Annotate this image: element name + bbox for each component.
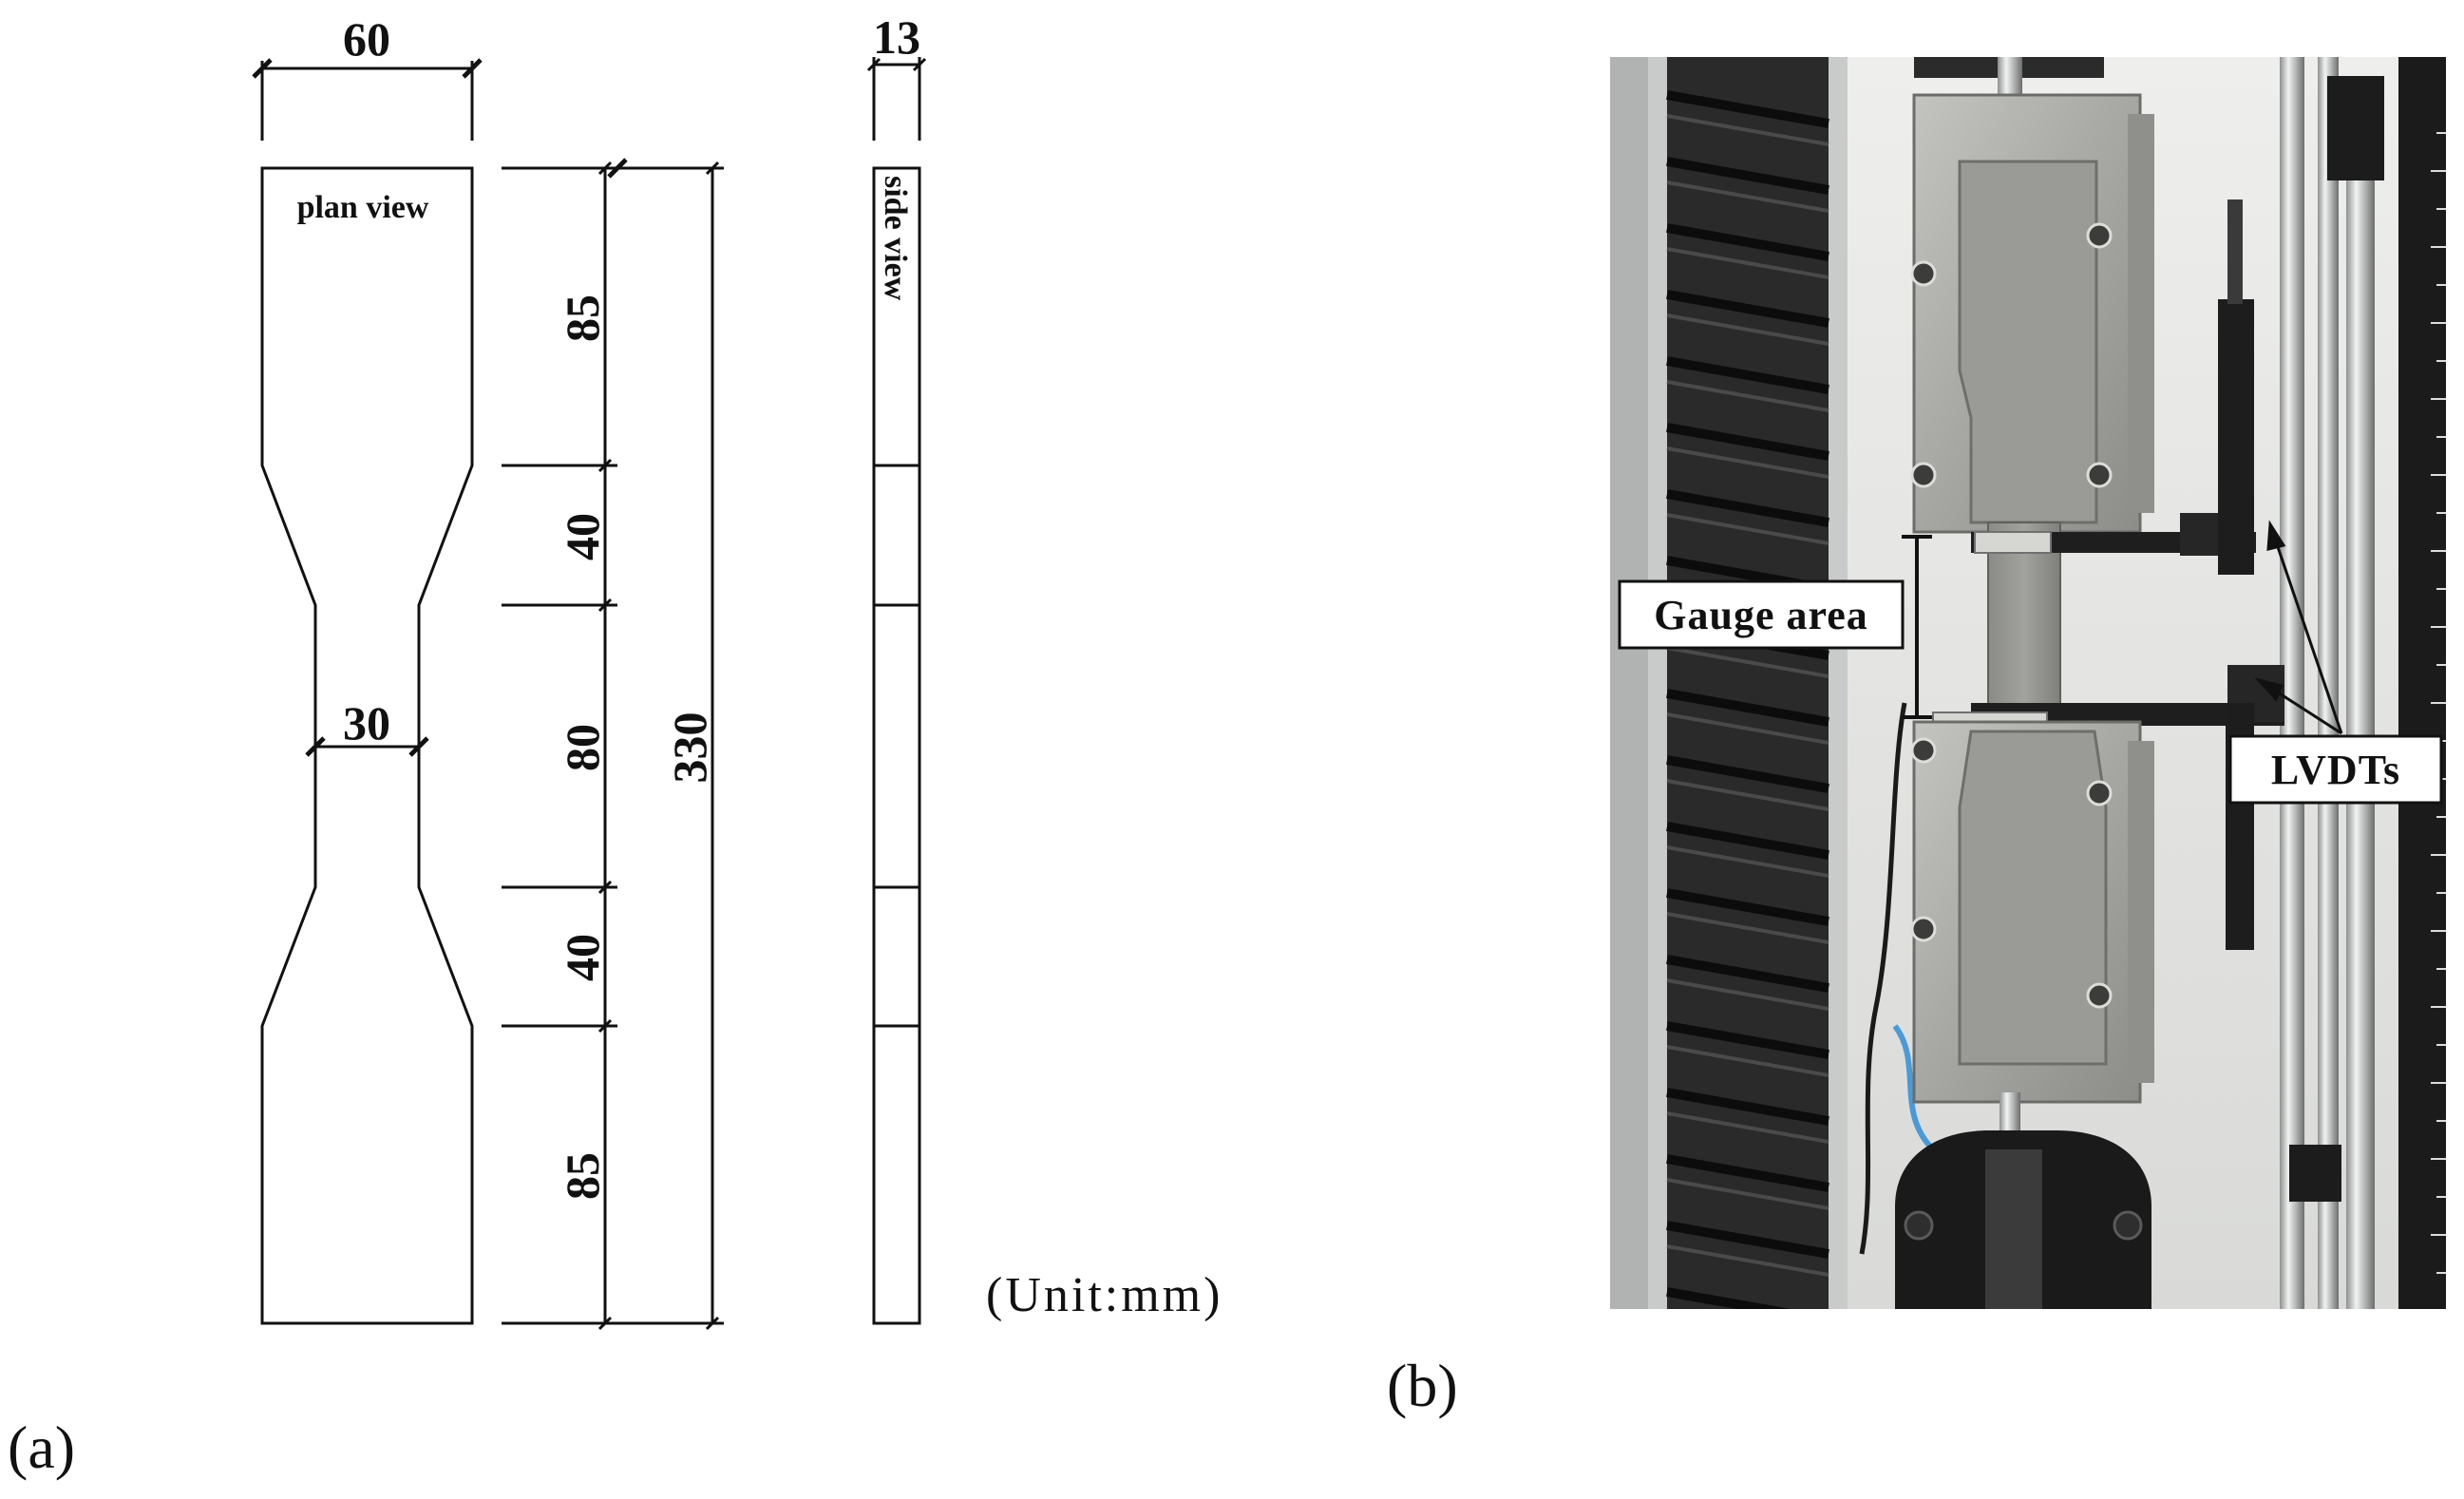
upper-grip-side: [2128, 114, 2154, 513]
upper-ext-clip: [1974, 531, 2052, 554]
gauge-width-dim-label: 30: [343, 696, 390, 750]
segment-dim-label-1: 85: [556, 294, 609, 342]
lvdt-arrows: [2254, 520, 2343, 735]
panel-b-photo: Gauge area LVDTs: [1610, 57, 2446, 1309]
segment-dim-label-2: 40: [556, 513, 609, 560]
machine-column-edge: [1610, 57, 1648, 1309]
lvdt-upper-rod: [2227, 199, 2243, 304]
width-dim-label: 60: [343, 12, 390, 66]
panel-a-label: (a): [8, 1414, 75, 1481]
plan-view-label: plan view: [297, 190, 429, 225]
gauge-area-label: Gauge area: [1654, 592, 1868, 638]
side-view-label: side view: [878, 176, 913, 301]
ruler: [2398, 57, 2446, 1309]
lower-grip-bolts: [1910, 737, 2113, 1009]
total-dim-label: 330: [663, 712, 716, 784]
plan-view-outline: [260, 166, 474, 1325]
rod-clamp-bottom: [2289, 1145, 2341, 1202]
lvdt-label-box: [2228, 734, 2443, 805]
sensor-cable: [1859, 702, 1907, 1255]
gauge-area-label-box: [1618, 579, 1905, 650]
unit-note: (Unit:mm): [986, 1268, 1223, 1322]
segment-dim-label-3: 80: [556, 724, 609, 771]
louver-highlights: [1666, 114, 1829, 1277]
rod-clamp-top: [2327, 76, 2384, 180]
upper-grip-bolts: [1910, 222, 2113, 488]
lower-fixture-bolts: [1904, 1210, 2143, 1241]
panel-b-label: (b): [1387, 1352, 1458, 1419]
gauge-area-bracket: [1902, 535, 1932, 719]
upper-grip-window: [1958, 160, 2098, 524]
segment-dim-label-4: 40: [556, 934, 609, 981]
total-ticks: [705, 161, 720, 1331]
segment-dim-label-5: 85: [556, 1152, 609, 1200]
side-view-outline: [872, 166, 921, 1325]
thickness-ticks: [866, 57, 927, 72]
lower-grip-side: [2128, 741, 2154, 1083]
lvdt-label: LVDTs: [2271, 747, 2400, 793]
lower-grip-window: [1958, 730, 2108, 1066]
panel-a-drawing: [252, 57, 927, 1331]
lower-fixture-slot: [1985, 1149, 2042, 1309]
thickness-dim-label: 13: [873, 10, 920, 64]
guide-rod-2: [2318, 57, 2339, 1309]
segment-ticks: [597, 161, 613, 1331]
lvdt-upper: [2218, 299, 2254, 575]
